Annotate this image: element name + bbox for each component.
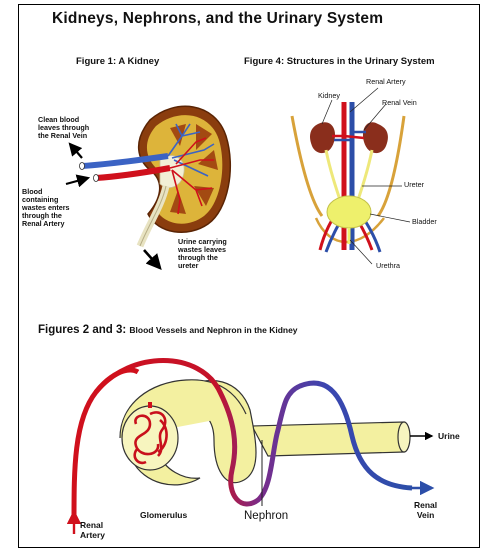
- bladder-label: Bladder: [412, 218, 437, 226]
- figure23-title-main: Figures 2 and 3:: [38, 324, 126, 336]
- renal-vein-line: Renal: [414, 500, 437, 510]
- figure1-title: Figure 1: A Kidney: [76, 56, 159, 67]
- urine-line: ureter: [178, 262, 227, 270]
- figure23-title: Figures 2 and 3: Blood Vessels and Nephr…: [38, 324, 298, 336]
- urinary-system-illustration: [292, 88, 410, 264]
- figure23-title-sub: Blood Vessels and Nephron in the Kidney: [129, 325, 297, 335]
- glomerulus-label: Glomerulus: [140, 510, 187, 520]
- urine-label: Urine carrying wastes leaves through the…: [178, 238, 227, 270]
- nephron-illustration: [74, 361, 432, 535]
- renal-artery-input-label: Renal Artery: [80, 520, 105, 540]
- figure4-title: Figure 4: Structures in the Urinary Syst…: [244, 56, 435, 67]
- clean-blood-line: the Renal Vein: [38, 132, 89, 140]
- arrow-urine-out: [144, 250, 160, 268]
- urine-output-label: Urine: [438, 431, 460, 441]
- nephron-label: Nephron: [244, 510, 288, 523]
- renal-vein-label: Renal Vein: [382, 99, 417, 107]
- blood-wastes-label: Blood containing wastes enters through t…: [22, 188, 70, 228]
- kidney-label: Kidney: [318, 92, 340, 100]
- arrow-clean-blood: [70, 144, 82, 158]
- clean-blood-label: Clean blood leaves through the Renal Vei…: [38, 116, 89, 140]
- urethra-label: Urethra: [376, 262, 400, 270]
- page-title: Kidneys, Nephrons, and the Urinary Syste…: [52, 10, 383, 28]
- renal-vein-output-label: Renal Vein: [414, 500, 437, 520]
- renal-artery-line: Artery: [80, 530, 105, 540]
- ureter-label: Ureter: [404, 181, 424, 189]
- renal-vein-line: Vein: [414, 510, 437, 520]
- blood-wastes-line: Renal Artery: [22, 220, 70, 228]
- renal-artery-label: Renal Artery: [366, 78, 406, 86]
- arrow-blood-in: [66, 178, 88, 184]
- renal-artery-line: Renal: [80, 520, 105, 530]
